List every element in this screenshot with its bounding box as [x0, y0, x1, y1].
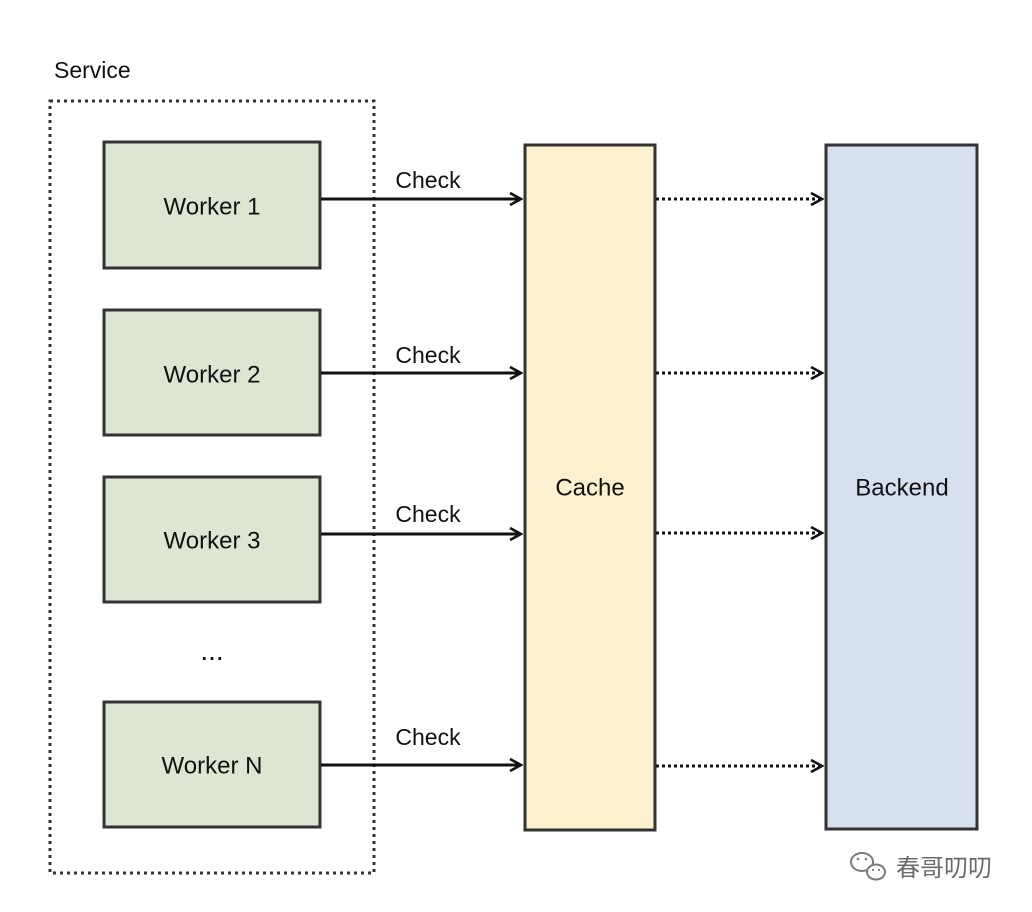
backend-node[interactable]: Backend: [824, 143, 979, 831]
wechat-icon: [850, 852, 886, 881]
worker-1[interactable]: Worker 1: [102, 140, 322, 270]
check-edge-label: Check: [395, 724, 461, 750]
worker-3[interactable]: Worker 3: [102, 475, 322, 604]
worker-box: [102, 700, 322, 829]
worker-2[interactable]: Worker 2: [102, 308, 322, 437]
workers-ellipsis: ...: [200, 635, 223, 666]
service-boundary: [48, 99, 376, 875]
worker-label: Worker N: [162, 752, 263, 779]
worker-label: Worker 2: [164, 361, 261, 388]
cache-node[interactable]: Cache: [523, 143, 657, 832]
cache-box: [523, 143, 657, 832]
backend-label: Backend: [855, 474, 948, 501]
backend-box: [824, 143, 979, 831]
worker-label: Worker 1: [164, 193, 261, 220]
check-edge-label: Check: [395, 167, 461, 193]
worker-box: [102, 475, 322, 604]
service-title: Service: [54, 57, 131, 83]
worker-box: [102, 140, 322, 270]
watermark-text: 春哥叨叨: [896, 854, 992, 882]
edge-worker-n-to-cache: Check: [321, 724, 521, 765]
watermark: 春哥叨叨: [850, 852, 992, 882]
edge-worker-2-to-cache: Check: [321, 342, 521, 373]
edge-worker-1-to-cache: Check: [321, 167, 521, 199]
cache-label: Cache: [555, 474, 624, 501]
worker-label: Worker 3: [164, 527, 261, 554]
edge-worker-3-to-cache: Check: [321, 501, 521, 534]
check-edge-label: Check: [395, 501, 461, 527]
worker-box: [102, 308, 322, 437]
check-edge-label: Check: [395, 342, 461, 368]
worker-n[interactable]: Worker N: [102, 700, 322, 829]
